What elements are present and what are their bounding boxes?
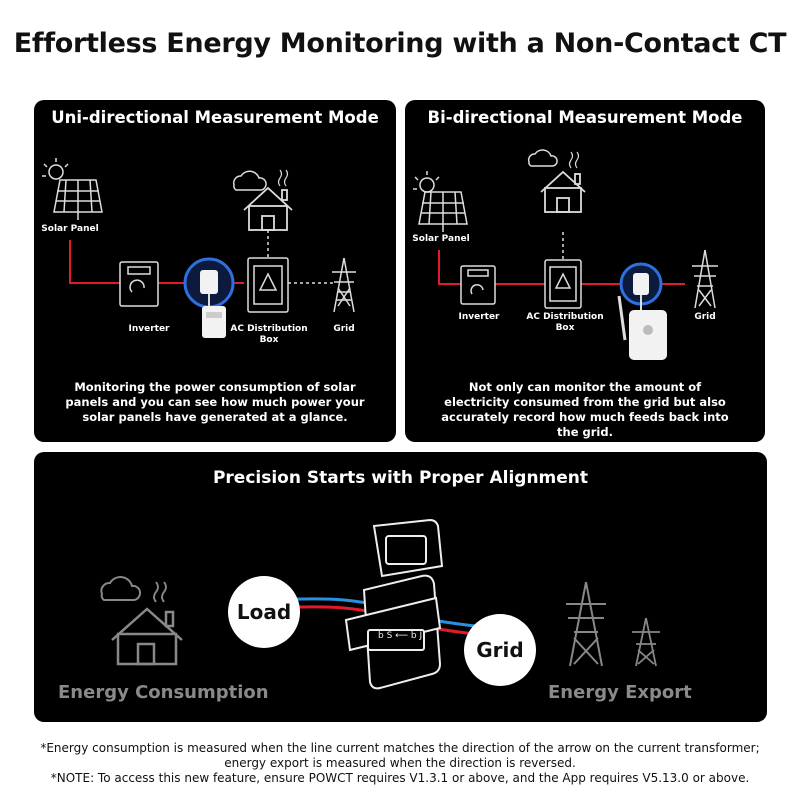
solar-panel-icon [53, 179, 103, 220]
ac-box-label: AC Distribution Box [515, 312, 615, 334]
footnote-line1: *Energy consumption is measured when the… [40, 741, 760, 755]
heat-wave-icon [568, 151, 580, 169]
uni-description: Monitoring the power consumption of sola… [65, 380, 365, 424]
alignment-panel: Precision Starts with Proper Alignment [34, 452, 767, 722]
sun-icon [413, 171, 440, 193]
inverter-icon [460, 265, 496, 305]
house-icon [111, 607, 183, 666]
inverter-icon [119, 261, 159, 307]
heat-wave-icon [277, 169, 289, 187]
power-tower-icon [692, 249, 718, 309]
grid-bubble: Grid [464, 614, 536, 686]
ac-distribution-box-icon [247, 257, 289, 313]
bi-description: Not only can monitor the amount of elect… [441, 380, 729, 439]
heat-wave-icon [153, 581, 167, 603]
ct-clamp-device [344, 518, 444, 690]
bi-directional-panel: Bi-directional Measurement Mode [405, 100, 765, 442]
ac-box-label: AC Distribution Box [219, 324, 319, 346]
energy-consumption-label: Energy Consumption [58, 682, 269, 703]
footnote-line3: *NOTE: To access this new feature, ensur… [50, 771, 750, 785]
ac-distribution-box-icon [544, 259, 582, 309]
alignment-diagram: b S ⟵ b J [100, 518, 660, 690]
power-tower-icon [566, 581, 606, 667]
power-tower-icon [332, 257, 356, 313]
solar-panel-label: Solar Panel [412, 234, 470, 244]
power-tower-small-icon [632, 617, 660, 667]
ct-sensor-device [202, 294, 226, 338]
page-title: Effortless Energy Monitoring with a Non-… [13, 28, 787, 59]
uni-diagram [42, 158, 356, 338]
solar-panel-label: Solar Panel [41, 224, 99, 234]
uni-directional-panel: Uni-directional Measurement Mode [34, 100, 396, 442]
dc-line [438, 250, 685, 285]
ac-box-label-line2: Box [555, 323, 575, 333]
inverter-label: Inverter [128, 324, 170, 334]
load-bubble: Load [228, 576, 300, 648]
solar-panel-icon [418, 191, 468, 232]
ac-box-label-line2: Box [259, 335, 279, 345]
sun-icon [42, 158, 69, 180]
inverter-label: Inverter [458, 312, 500, 322]
bi-diagram [413, 149, 718, 360]
cloud-icon [100, 576, 142, 601]
ac-box-label-line1: AC Distribution [526, 312, 604, 322]
uni-panel-title: Uni-directional Measurement Mode [51, 108, 379, 127]
footnote-line2: energy export is measured when the direc… [224, 756, 576, 770]
house-icon [540, 170, 586, 213]
ac-box-label-line1: AC Distribution [230, 324, 308, 334]
ct-sensor-device [617, 295, 667, 360]
alignment-title: Precision Starts with Proper Alignment [212, 468, 589, 488]
energy-export-label: Energy Export [548, 682, 692, 703]
cloud-icon [527, 149, 558, 167]
cloud-icon [232, 170, 267, 191]
ct-arrow-text: b S ⟵ b J [378, 631, 422, 641]
bi-panel-title: Bi-directional Measurement Mode [427, 108, 743, 127]
grid-label: Grid [694, 312, 716, 322]
house-icon [243, 186, 293, 231]
grid-label: Grid [333, 324, 355, 334]
